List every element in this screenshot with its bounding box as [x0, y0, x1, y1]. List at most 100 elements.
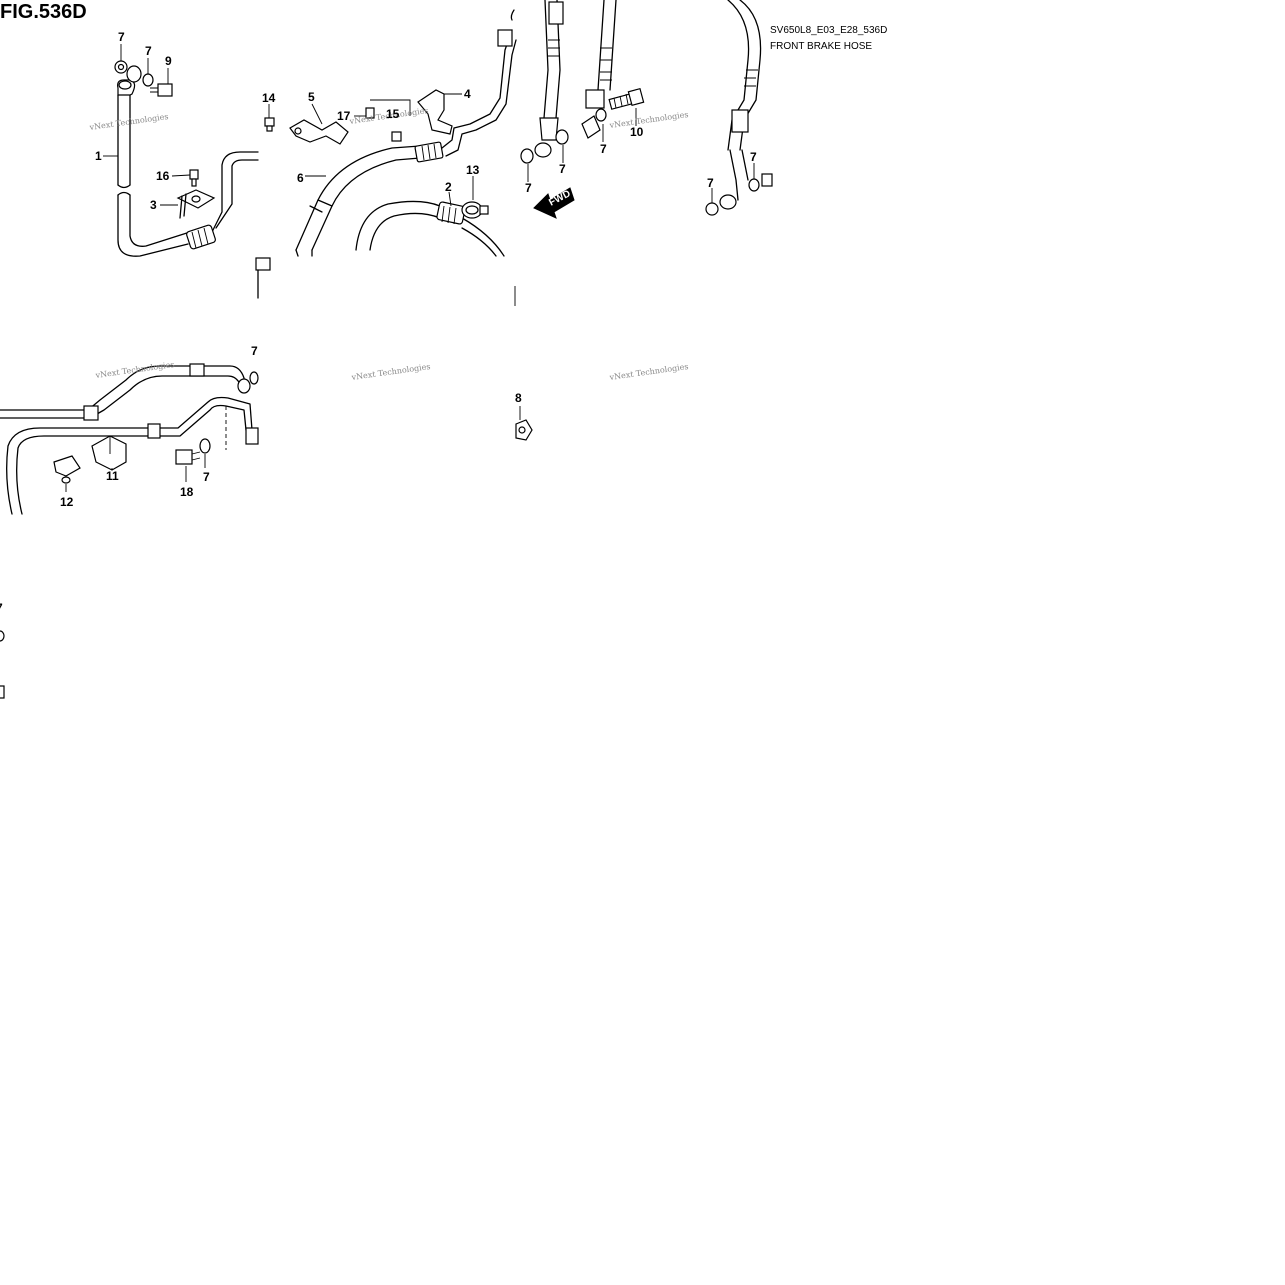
banjo-eye [118, 80, 132, 90]
pipe-joint-3 [147, 423, 161, 439]
bolt-15 [391, 131, 402, 142]
bolt-right-edge [761, 173, 773, 187]
bracket-5 [289, 119, 349, 145]
watermark-3: vNext Technologies [608, 110, 689, 130]
washer-left [520, 148, 534, 164]
hose-middle-fitting [585, 89, 605, 109]
panel-top-middle [255, 9, 517, 306]
bolt-18-head [175, 449, 193, 465]
callout-13: 13 [466, 163, 480, 177]
banjo-left [534, 142, 552, 158]
brake-pipe-upper [441, 29, 517, 157]
callout-7: 7 [251, 344, 258, 358]
callout-17: 17 [337, 109, 351, 123]
callout-7: 7 [0, 601, 3, 615]
bracket-5-hole [294, 127, 302, 135]
clip-12-foot [61, 476, 71, 484]
callout-6: 6 [297, 171, 304, 185]
callout-15: 15 [386, 107, 400, 121]
pipe-break-mark-lower [117, 191, 131, 196]
hose-right-lower [729, 149, 749, 201]
washer-7-lower [199, 438, 211, 454]
callout-18: 18 [180, 485, 194, 499]
pipe-top-end [510, 9, 515, 21]
callout-7: 7 [600, 142, 607, 156]
bolt-10-thread [613, 93, 629, 109]
fwd-arrow-icon [533, 187, 575, 219]
washer-right-upper [748, 178, 760, 192]
panel-top-left [103, 44, 259, 257]
washer-middle [595, 108, 607, 122]
callout-7: 7 [750, 150, 757, 164]
callout-2: 2 [445, 180, 452, 194]
callout-4: 4 [464, 87, 471, 101]
brake-hose-middle [597, 0, 617, 91]
bolt-16-shank [191, 178, 197, 187]
clamp-3-arm [179, 193, 187, 219]
clip-12 [53, 455, 81, 477]
panel-top-right: FWD [515, 0, 773, 441]
hose-middle-marks [600, 47, 612, 81]
brake-pipe-upper-bottom [0, 365, 245, 419]
banjo-ring [126, 65, 142, 83]
callout-9: 9 [165, 54, 172, 68]
figure-code: SV650L8_E03_E28_536D [770, 25, 887, 36]
hose-6-band [309, 199, 333, 213]
leaders-left-7 [527, 145, 564, 182]
leaders-right-7 [711, 163, 755, 203]
hose-right-marks [744, 69, 758, 87]
coupler-ribs [191, 227, 209, 249]
bolt-16 [189, 169, 199, 180]
panel-bottom-left [0, 363, 259, 699]
callout-1: 1 [95, 149, 102, 163]
callout-7: 7 [145, 44, 152, 58]
leader-15-bracket [370, 99, 411, 116]
banjo-middle [581, 115, 601, 139]
union-bolt-lower [255, 257, 271, 271]
pipe-joint-1 [83, 405, 99, 421]
hose-2-fitting-ribs [441, 205, 457, 225]
washer-right [555, 129, 569, 145]
brake-hose-right [727, 0, 762, 151]
fitting-ribs [421, 143, 437, 161]
pipe-upper-fitting [497, 29, 513, 47]
pipe-end-lower [245, 427, 259, 445]
bolt-9-head [157, 83, 173, 97]
callout-11: 11 [106, 469, 119, 483]
hose-left-marks [548, 39, 560, 57]
brake-pipe-right [209, 151, 259, 237]
figure-name: FRONT BRAKE HOSE [770, 41, 872, 52]
washer-right-lower [705, 202, 719, 216]
callout-12: 12 [60, 495, 74, 509]
hose-6-end [295, 249, 313, 257]
callout-7: 7 [707, 176, 714, 190]
leader-16 [171, 174, 191, 177]
pipe-end-fitting [237, 378, 251, 394]
clamp-13-inner [465, 205, 479, 215]
watermark-1: vNext Technologies [88, 112, 169, 132]
watermark-4: vNext Technologies [94, 360, 175, 380]
brake-pipe-1-upper [117, 94, 131, 186]
bolt-9-shank [150, 87, 158, 93]
washer-clipped [0, 630, 5, 642]
clamp-3-hole [191, 195, 201, 203]
brake-hose-6 [295, 145, 421, 251]
callout-16: 16 [156, 169, 170, 183]
pipe-joint-2 [189, 363, 205, 377]
leader-2 [448, 191, 452, 207]
leader-5 [311, 103, 323, 125]
callout-5: 5 [308, 90, 315, 104]
nut-8-hole [518, 426, 526, 434]
callout-10: 10 [630, 125, 644, 139]
hose-coupler [186, 224, 216, 250]
watermark-6: vNext Technologies [608, 362, 689, 382]
hose-left-fitting-top [548, 1, 564, 25]
brake-hose-2-right [461, 217, 505, 257]
hose-left-fitting [539, 117, 559, 141]
callout-14: 14 [262, 91, 276, 105]
brake-pipe-lower-bottom [6, 396, 253, 515]
pipe-break-mark [117, 184, 131, 189]
watermark-5: vNext Technologies [350, 362, 431, 382]
hose-right-fitting [731, 109, 749, 133]
